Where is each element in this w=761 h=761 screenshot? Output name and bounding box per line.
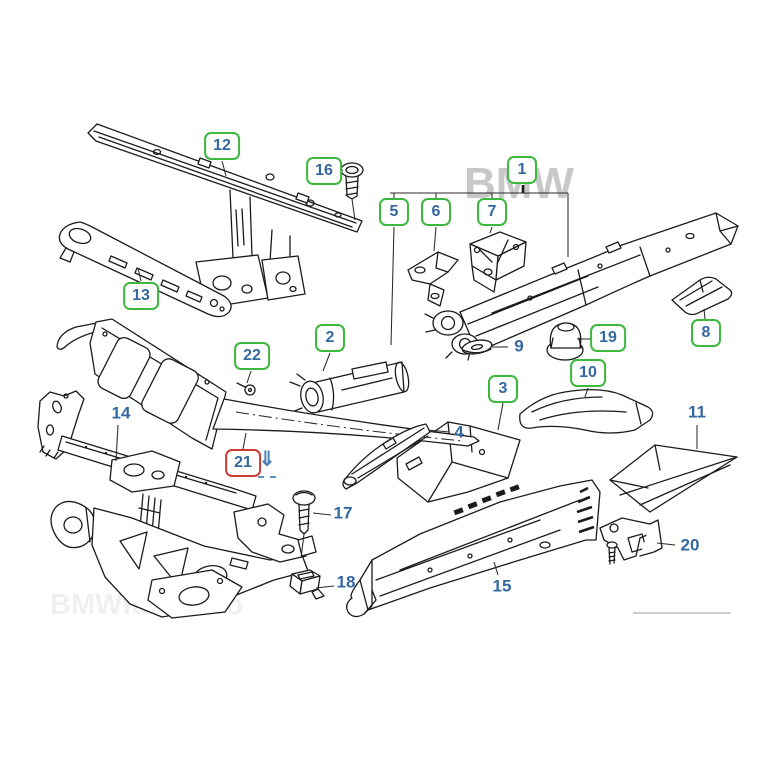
part-16-screw (340, 162, 364, 221)
callout-2[interactable]: 2 (315, 324, 345, 352)
part-20-bracket (599, 517, 663, 565)
part-17-screw (292, 490, 316, 559)
callout-20[interactable]: 20 (680, 535, 700, 555)
callout-11[interactable]: 11 (688, 402, 706, 422)
callout-12[interactable]: 12 (204, 132, 240, 160)
down-arrow-icon: ⇓ (258, 448, 276, 471)
part-4-channel (342, 423, 431, 490)
part-2-crush-tube (289, 361, 410, 414)
callout-group-bracket (390, 185, 569, 257)
part-10-cowl-strip (519, 388, 654, 434)
part-22-clip (236, 382, 256, 396)
callout-17[interactable]: 17 (333, 503, 353, 523)
callout-3[interactable]: 3 (488, 375, 518, 403)
callout-4[interactable]: 4 (454, 422, 464, 442)
callout-15[interactable]: 15 (492, 576, 512, 596)
callout-6[interactable]: 6 (421, 198, 451, 226)
callout-8[interactable]: 8 (691, 319, 721, 347)
callout-1[interactable]: 1 (507, 156, 537, 184)
callout-21[interactable]: 21 (225, 449, 261, 477)
part-13-strut (58, 221, 232, 318)
part-11-splash-panel (609, 444, 738, 513)
callout-14[interactable]: 14 (111, 403, 131, 423)
callout-19[interactable]: 19 (590, 324, 626, 352)
part-18-clip (289, 569, 325, 600)
callout-13[interactable]: 13 (123, 282, 159, 310)
callout-9[interactable]: 9 (514, 336, 524, 356)
callout-7[interactable]: 7 (477, 198, 507, 226)
part-6-bracket (407, 251, 459, 307)
part-14-front-panel (37, 390, 317, 619)
callout-18[interactable]: 18 (336, 572, 356, 592)
callout-22[interactable]: 22 (234, 342, 270, 370)
callout-16[interactable]: 16 (306, 157, 342, 185)
part-15-frame-rail (346, 479, 601, 618)
part-7-bracket (469, 231, 527, 293)
part-1-frame-rail (424, 212, 739, 361)
callout-10[interactable]: 10 (570, 359, 606, 387)
callout-5[interactable]: 5 (379, 198, 409, 226)
leader-lines (115, 160, 706, 589)
part-8-plate (671, 276, 733, 316)
part-19-grommet (546, 322, 584, 361)
dashed-underline (258, 476, 276, 478)
part-9-washer (461, 339, 493, 355)
